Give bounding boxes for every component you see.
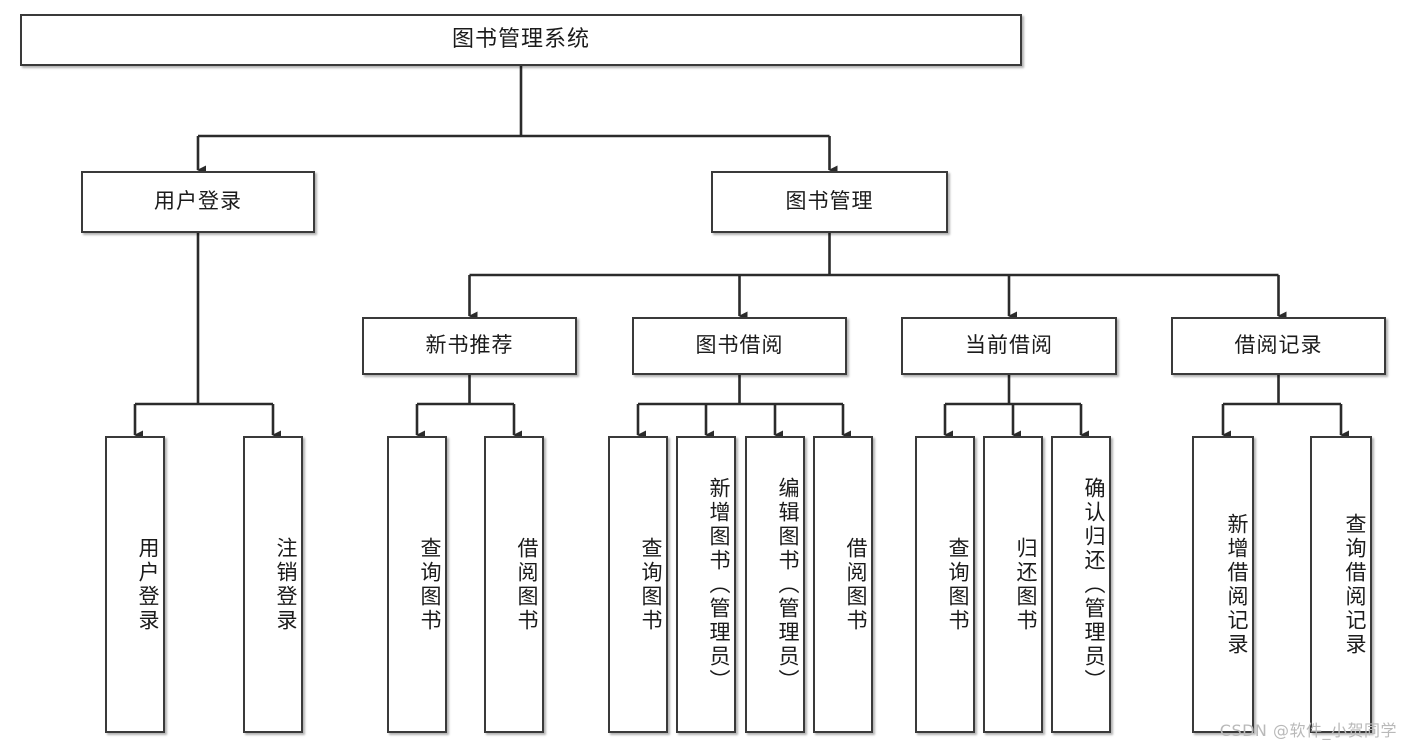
- node-leaf-query-book-borrow[interactable]: 查询图书: [608, 436, 668, 733]
- node-leaf-confirm-return-admin[interactable]: 确认归还（管理员）: [1051, 436, 1111, 733]
- node-label: 查询图书: [946, 536, 970, 633]
- node-user-login[interactable]: 用户登录: [81, 171, 315, 233]
- node-label: 图书管理: [785, 189, 874, 214]
- node-leaf-query-book-cur[interactable]: 查询图书: [915, 436, 975, 733]
- node-label: 确认归还（管理员）: [1082, 476, 1106, 693]
- node-label: 借阅图书: [515, 536, 539, 633]
- node-book-borrow[interactable]: 图书借阅: [632, 317, 847, 375]
- node-leaf-edit-book-admin[interactable]: 编辑图书（管理员）: [745, 436, 805, 733]
- node-label: 图书借阅: [695, 333, 784, 358]
- node-label: 用户登录: [154, 189, 242, 214]
- node-label: 查询图书: [639, 536, 663, 633]
- node-label: 当前借阅: [965, 333, 1053, 358]
- node-label: 新增借阅记录: [1225, 512, 1249, 657]
- node-label: 借阅记录: [1234, 333, 1323, 358]
- node-label: 查询图书: [418, 536, 442, 633]
- node-label: 新增图书（管理员）: [707, 476, 731, 693]
- node-leaf-add-borrow-record[interactable]: 新增借阅记录: [1192, 436, 1254, 733]
- node-leaf-query-borrow-record[interactable]: 查询借阅记录: [1310, 436, 1372, 733]
- node-label: 借阅图书: [844, 536, 868, 633]
- node-label: 用户登录: [136, 536, 160, 633]
- node-label: 新书推荐: [425, 333, 514, 358]
- watermark-text: CSDN @软件_小贺同学: [1219, 721, 1397, 740]
- node-current-borrow[interactable]: 当前借阅: [901, 317, 1117, 375]
- node-borrow-record[interactable]: 借阅记录: [1171, 317, 1386, 375]
- node-label: 查询借阅记录: [1343, 512, 1367, 657]
- node-leaf-borrow-book-rec[interactable]: 借阅图书: [484, 436, 544, 733]
- node-label: 图书管理系统: [451, 26, 590, 52]
- node-book-manage[interactable]: 图书管理: [711, 171, 948, 233]
- node-leaf-user-login[interactable]: 用户登录: [105, 436, 165, 733]
- node-label: 编辑图书（管理员）: [776, 476, 800, 693]
- node-leaf-user-logout[interactable]: 注销登录: [243, 436, 303, 733]
- node-label: 归还图书: [1014, 536, 1038, 633]
- node-leaf-query-book-rec[interactable]: 查询图书: [387, 436, 447, 733]
- node-new-book-recommend[interactable]: 新书推荐: [362, 317, 577, 375]
- node-label: 注销登录: [274, 536, 298, 633]
- node-root[interactable]: 图书管理系统: [20, 14, 1022, 66]
- node-leaf-return-book[interactable]: 归还图书: [983, 436, 1043, 733]
- node-leaf-borrow-book[interactable]: 借阅图书: [813, 436, 873, 733]
- node-leaf-add-book-admin[interactable]: 新增图书（管理员）: [676, 436, 736, 733]
